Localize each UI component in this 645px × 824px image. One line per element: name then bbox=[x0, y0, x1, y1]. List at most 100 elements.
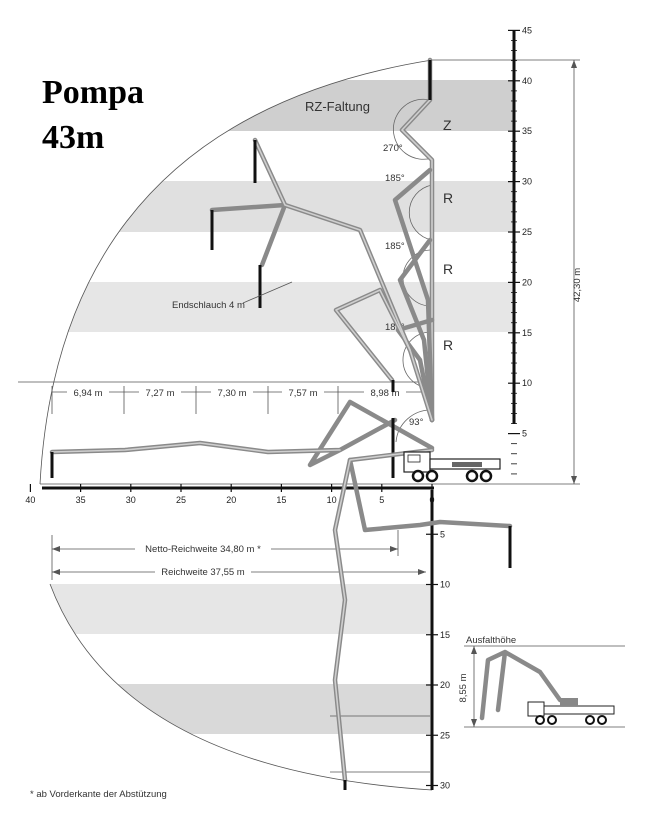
angle-270: 270° bbox=[383, 143, 403, 154]
boom-arch-lower-inner bbox=[335, 289, 433, 421]
angle-185-a: 185° bbox=[385, 173, 405, 184]
inset-wheel-2 bbox=[547, 715, 557, 725]
arc-93 bbox=[395, 409, 433, 443]
angle-185-b: 185° bbox=[385, 241, 405, 252]
truck-wheel-4 bbox=[479, 469, 493, 483]
truck-main bbox=[403, 451, 501, 483]
boom-downward-inner bbox=[334, 449, 433, 781]
band-down-10-15 bbox=[50, 584, 432, 634]
netto-label-bg bbox=[135, 543, 271, 555]
segment-label-bg bbox=[282, 386, 324, 398]
ausfalt-label: Ausfalthöhe bbox=[466, 635, 516, 646]
netto-arrow-left bbox=[52, 546, 60, 552]
segment-dimensions: 6,94 m 7,27 m 7,30 m 7,57 m 8,98 m bbox=[51, 386, 433, 414]
reach-tick-label: 5 bbox=[379, 495, 384, 505]
boom-fold-185-b bbox=[397, 237, 435, 423]
reach-tick-label: 30 bbox=[126, 495, 136, 505]
height-tick-label: 30 bbox=[522, 177, 532, 187]
total-height-label: 42,30 m bbox=[572, 268, 583, 302]
rz-label: RZ-Faltung bbox=[305, 99, 370, 114]
lower-envelope-arc bbox=[49, 583, 433, 791]
total-height-arrow-bottom bbox=[571, 476, 577, 484]
inset-wheel-1 bbox=[535, 715, 545, 725]
segment-label-bg bbox=[67, 386, 109, 398]
segment-label-bg bbox=[139, 386, 181, 398]
angle-93: 93° bbox=[409, 417, 424, 428]
r-label-3: R bbox=[443, 337, 453, 353]
arc-270 bbox=[393, 98, 433, 160]
segment-label: 7,57 m bbox=[288, 388, 317, 399]
depth-tick-label: 30 bbox=[440, 781, 450, 791]
height-tick-label: 15 bbox=[522, 328, 532, 338]
ausfalt-height-label: 8,55 m bbox=[458, 673, 469, 702]
reach-tick-label: 25 bbox=[176, 495, 186, 505]
segment-label-bg bbox=[364, 386, 406, 398]
inset-truck-cab bbox=[527, 701, 545, 717]
total-height-arrow-top bbox=[571, 60, 577, 68]
reach-arrow-left bbox=[52, 569, 60, 575]
reach-tick-label: 15 bbox=[276, 495, 286, 505]
endschlauch-label: Endschlauch 4 m bbox=[172, 300, 245, 311]
depth-tick-label: 20 bbox=[440, 680, 450, 690]
band-down-20-25 bbox=[50, 684, 432, 734]
truck-inset bbox=[527, 698, 615, 725]
depth-tick-label: 15 bbox=[440, 630, 450, 640]
height-tick-label: 40 bbox=[522, 76, 532, 86]
reach-tick-label: 20 bbox=[226, 495, 236, 505]
angle-185-c: 185° bbox=[385, 322, 405, 333]
boom-horizontal-inner bbox=[51, 442, 341, 453]
boom-arch-tip-left bbox=[209, 202, 288, 213]
depth-tick-label: 5 bbox=[440, 529, 445, 539]
inset-boom bbox=[479, 649, 563, 721]
reach-arrow-right bbox=[418, 569, 426, 575]
depth-tick-label: 25 bbox=[440, 730, 450, 740]
r-label-2: R bbox=[443, 261, 453, 277]
segment-label: 7,27 m bbox=[145, 388, 174, 399]
height-tick-label: 10 bbox=[522, 378, 532, 388]
upper-envelope-arc bbox=[39, 59, 433, 485]
height-tick-label: 35 bbox=[522, 126, 532, 136]
depth-tick-label: 10 bbox=[440, 580, 450, 590]
truck-wheel-1 bbox=[411, 469, 425, 483]
boom-arch-tip-down bbox=[259, 202, 288, 268]
inset-truck-chassis bbox=[543, 705, 615, 715]
reach-label: Reichweite 37,55 m bbox=[161, 567, 245, 578]
boom-arch-mid-inner bbox=[254, 139, 411, 351]
reach-tick-label: 40 bbox=[25, 495, 35, 505]
height-tick-label: 25 bbox=[522, 227, 532, 237]
netto-arrow-right bbox=[390, 546, 398, 552]
inset-truck-pump bbox=[560, 698, 578, 706]
height-scale-ticks: 5 10 15 20 25 30 35 40 45 bbox=[508, 25, 532, 475]
inset-wheel-4 bbox=[597, 715, 607, 725]
netto-label: Netto-Reichweite 34,80 m * bbox=[145, 544, 261, 555]
arc-185-a bbox=[408, 184, 433, 241]
ausfalt-arrow-bottom bbox=[471, 719, 477, 727]
reach-tick-label: 35 bbox=[76, 495, 86, 505]
segment-label: 7,30 m bbox=[217, 388, 246, 399]
depth-scale-ticks: 5 10 15 20 25 30 bbox=[426, 529, 450, 791]
truck-pump bbox=[452, 462, 482, 467]
truck-window bbox=[407, 454, 421, 463]
height-tick-label: 45 bbox=[522, 25, 532, 35]
segment-label-bg bbox=[211, 386, 253, 398]
r-label-1: R bbox=[443, 190, 453, 206]
endschlauch-leader bbox=[242, 281, 293, 304]
reach-tick-label: 10 bbox=[327, 495, 337, 505]
z-label: Z bbox=[443, 117, 452, 133]
height-tick-label: 20 bbox=[522, 277, 532, 287]
inset-wheel-3 bbox=[585, 715, 595, 725]
boom-fold-185-a bbox=[392, 167, 435, 423]
title-line2: 43m bbox=[42, 119, 104, 156]
ausfalt-arrow-top bbox=[471, 646, 477, 654]
band-20-15 bbox=[40, 282, 514, 332]
segment-label: 6,94 m bbox=[73, 388, 102, 399]
reach-label-bg bbox=[155, 566, 251, 578]
title-line1: Pompa bbox=[42, 74, 144, 111]
height-tick-label: 5 bbox=[522, 429, 527, 439]
lower-work-bands bbox=[50, 584, 432, 734]
segment-label: 8,98 m bbox=[370, 388, 399, 399]
footnote: * ab Vorderkante der Abstützung bbox=[30, 789, 167, 800]
truck-wheel-3 bbox=[465, 469, 479, 483]
